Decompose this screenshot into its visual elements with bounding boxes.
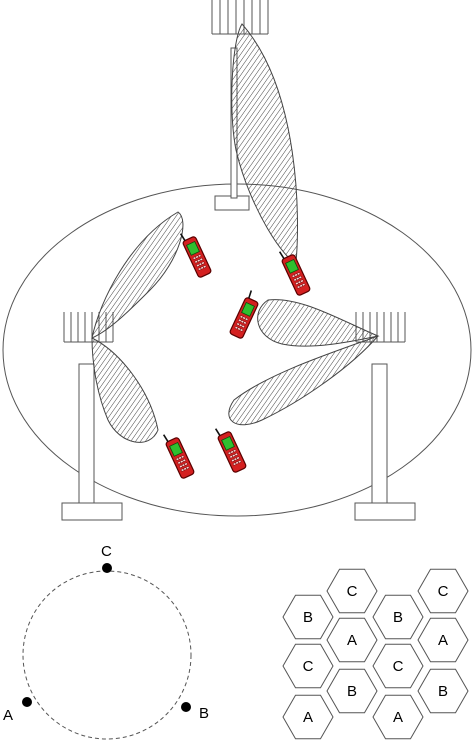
hex-grid: C C B B A A C C B B A A [282,568,469,740]
hex-label: B [438,683,448,700]
hex-cell [282,594,334,640]
hex-cell [282,643,334,689]
hex-cell [417,668,469,714]
hex-label: B [303,609,313,626]
phone-3 [228,288,263,340]
hex-label: A [303,709,313,726]
hex-label: B [347,683,357,700]
point-b [181,702,191,712]
point-a [22,697,32,707]
hex-label: C [393,658,404,675]
hex-cell [326,668,378,714]
hex-label: A [393,709,403,726]
beam-top-down [231,23,298,263]
hex-cell [372,594,424,640]
hex-cell [417,617,469,663]
hex-cell [282,694,334,740]
phone-4 [161,428,196,480]
hex-cell [326,617,378,663]
hex-cell [372,694,424,740]
point-c [102,563,112,573]
hex-label: C [303,658,314,675]
tower-left [61,312,123,521]
hex-label: A [347,632,357,649]
beam-right-down [228,335,379,426]
beam-left-down [91,337,159,443]
dashed-circle [22,570,192,740]
phone-1 [178,227,213,279]
phone-5 [213,422,248,474]
hex-label: C [438,583,449,600]
hex-label: B [393,609,403,626]
beam-right-left [257,299,380,347]
hex-cell [417,568,469,614]
hex-cell [326,568,378,614]
label-a: A [3,707,13,724]
label-c: C [101,543,112,560]
hex-label: A [438,632,448,649]
beam-left-up [91,211,184,339]
hex-label: C [347,583,358,600]
hex-cell [372,643,424,689]
label-b: B [199,705,209,722]
